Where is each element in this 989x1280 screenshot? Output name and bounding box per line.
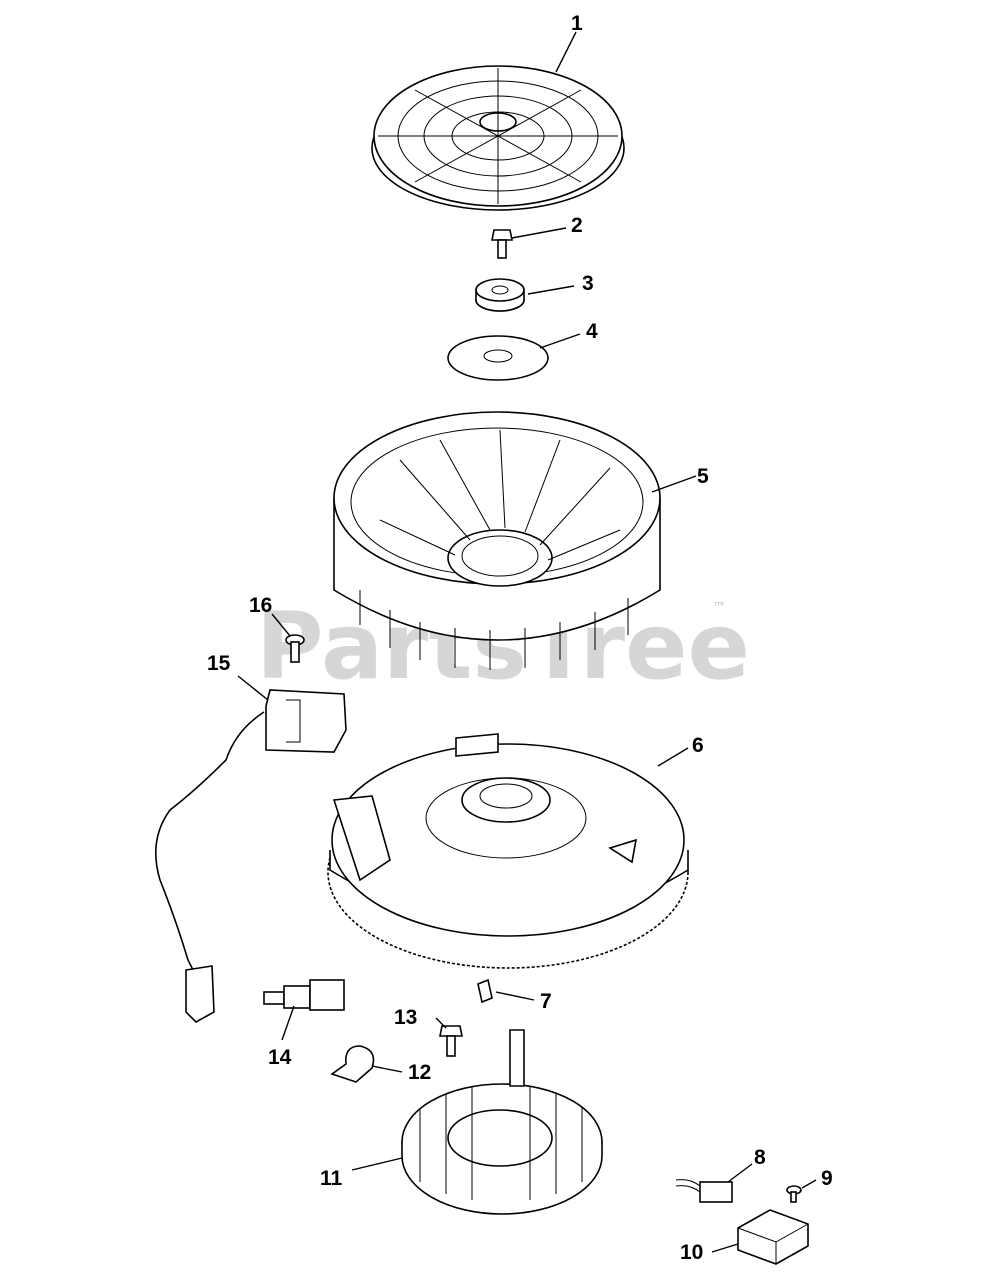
callout-9: 9 [821, 1167, 833, 1190]
leader-lines [237, 31, 817, 1253]
callout-15: 15 [207, 652, 231, 675]
callout-11: 11 [320, 1167, 343, 1190]
callout-14: 14 [268, 1046, 292, 1069]
part-1-grille-screen[interactable] [371, 65, 625, 211]
callout-16: 16 [249, 594, 272, 617]
part-3-washer[interactable] [475, 278, 525, 312]
part-11-stator[interactable] [401, 1029, 603, 1215]
callout-7: 7 [540, 990, 552, 1013]
callout-12: 12 [408, 1061, 431, 1084]
part-10-regulator[interactable] [737, 1209, 809, 1265]
part-14-spark-plug[interactable] [263, 979, 345, 1011]
callout-5: 5 [697, 465, 709, 488]
callout-1: 1 [571, 12, 583, 35]
part-16-screw[interactable] [285, 634, 305, 663]
part-2-bolt[interactable] [491, 229, 513, 259]
callout-labels: 1 2 3 4 5 6 7 8 9 10 11 12 13 14 15 16 [207, 12, 833, 1264]
callout-2: 2 [571, 214, 583, 237]
part-12-clamp[interactable] [330, 1045, 375, 1083]
callout-10: 10 [680, 1241, 703, 1264]
part-15-ignition-module[interactable] [154, 689, 347, 1023]
part-4-retainer[interactable] [447, 335, 549, 381]
part-5-flywheel-fan[interactable] [333, 411, 661, 670]
part-8-connector[interactable] [675, 1179, 733, 1203]
part-13-bolt[interactable] [439, 1025, 463, 1057]
part-7-key[interactable] [477, 978, 493, 1004]
callout-13: 13 [394, 1006, 417, 1029]
watermark-trademark: ™ [712, 600, 726, 616]
callout-3: 3 [582, 272, 594, 295]
part-9-screw[interactable] [786, 1185, 802, 1203]
callout-4: 4 [586, 320, 598, 343]
part-6-flywheel[interactable] [327, 733, 689, 969]
callout-6: 6 [692, 734, 704, 757]
callout-8: 8 [754, 1146, 766, 1169]
